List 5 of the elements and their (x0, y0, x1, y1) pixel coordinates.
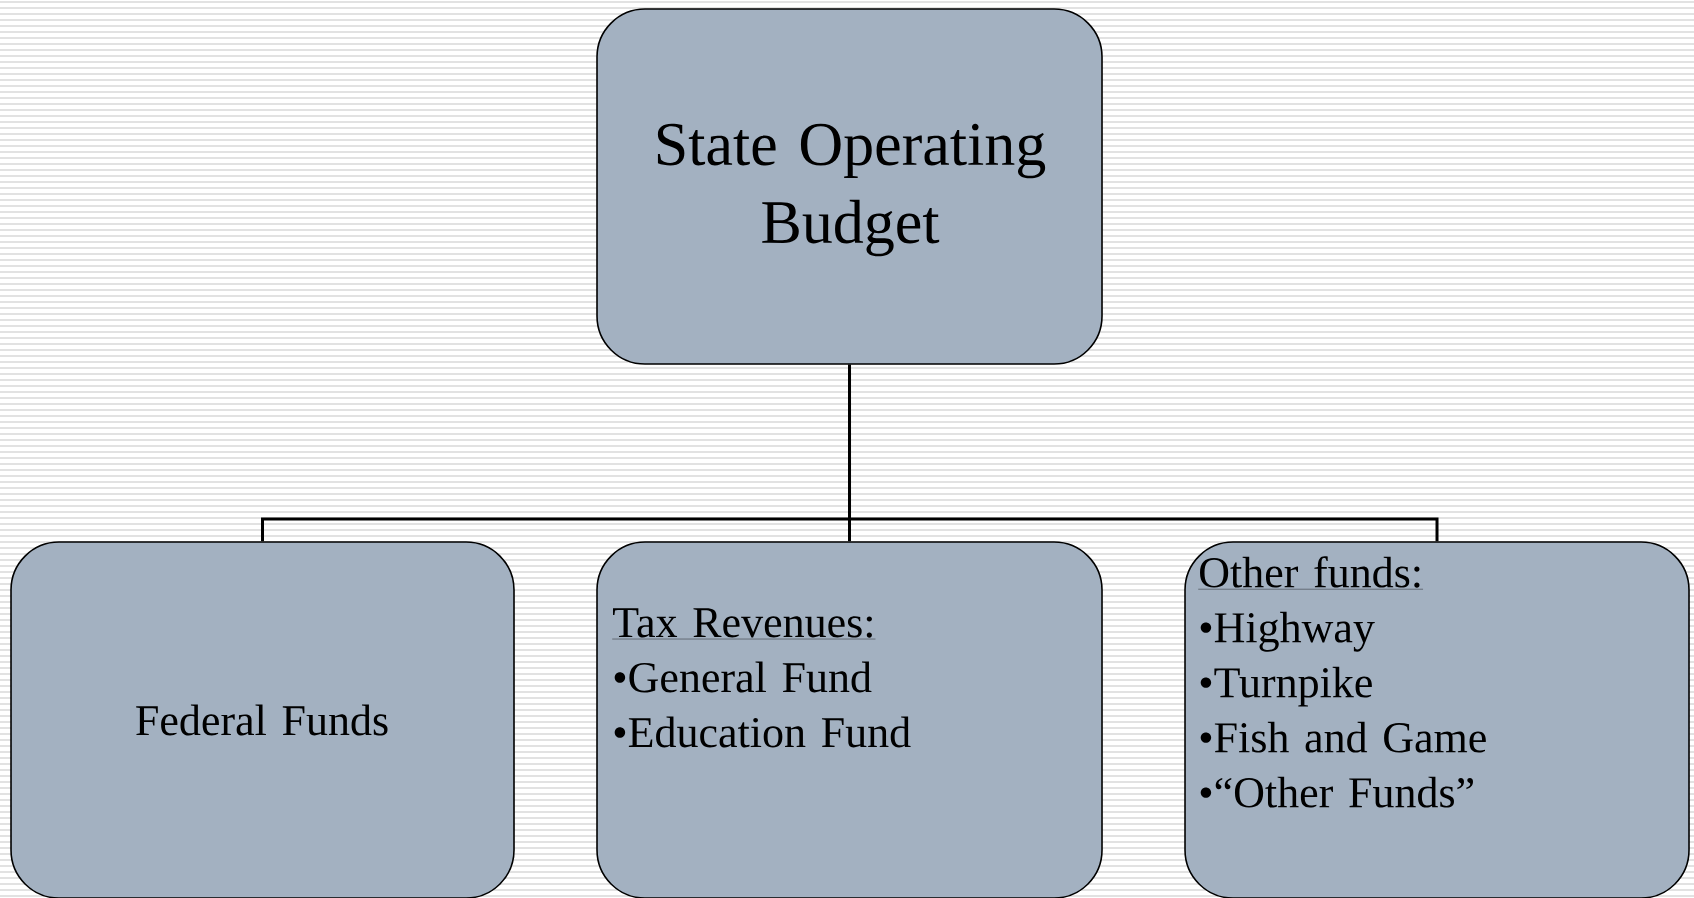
fund-box: Federal Funds (10, 541, 515, 898)
fund-box: Tax Revenues: •General Fund •Education Fund (596, 541, 1103, 898)
fund-box: Other funds: •Highway •Turnpike •Fish and Game •“Other Funds” (1184, 541, 1690, 898)
connector-line (848, 364, 1439, 542)
fund-box: State Operating Budget (596, 8, 1103, 365)
